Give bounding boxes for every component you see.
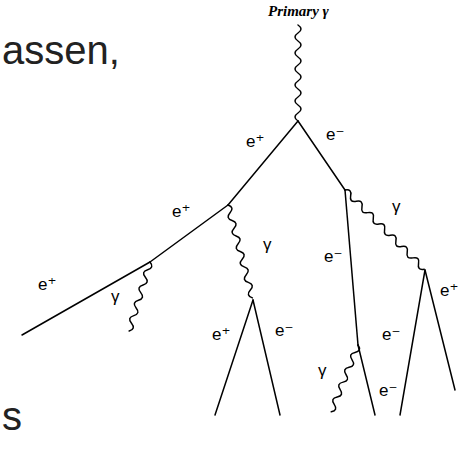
photon-wave [126, 261, 153, 332]
particle-label: e⁺ [440, 282, 458, 301]
particle-label: e⁻ [379, 382, 397, 401]
particle-label: e⁻ [275, 322, 293, 341]
electron-track [345, 190, 358, 345]
particle-label: γ [318, 362, 327, 381]
electron-track [253, 300, 280, 415]
electron-track [400, 270, 425, 415]
positron-track [215, 300, 253, 415]
title-label: Primary γ [268, 3, 329, 20]
particle-label: e⁺ [212, 326, 230, 345]
particle-label: γ [111, 288, 120, 307]
slide-text-fragment: assen, [2, 28, 120, 72]
photon-wave [343, 188, 426, 271]
positron-track [22, 262, 150, 335]
electron-track [358, 345, 375, 415]
particle-label: e⁻ [382, 326, 400, 345]
slide-text-fragment: s [2, 394, 22, 438]
electron-track [298, 121, 345, 190]
photon-wave [225, 204, 255, 298]
particle-label: e⁺ [38, 276, 56, 295]
photon-wave [295, 25, 301, 121]
photon-wave [328, 344, 360, 413]
particle-label: γ [263, 236, 272, 255]
particle-label: e⁺ [246, 133, 264, 152]
particle-label: e⁻ [324, 248, 342, 267]
positron-track [228, 121, 298, 205]
particle-label: e⁻ [326, 126, 344, 145]
particle-label: γ [392, 198, 401, 217]
particle-label: e⁺ [172, 203, 190, 222]
